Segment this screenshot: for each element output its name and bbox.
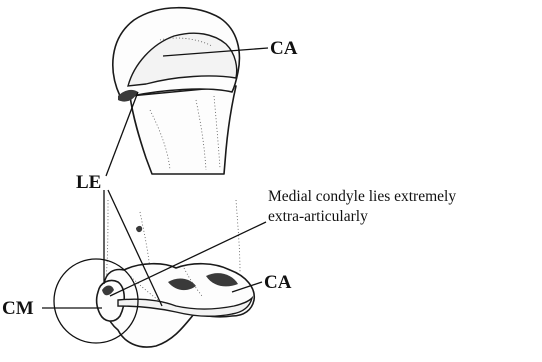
label-ca-bottom: CA	[264, 272, 292, 293]
label-note-line2: extra-articularly	[268, 208, 368, 225]
label-le: LE	[76, 172, 101, 193]
leader-le-upper	[106, 92, 138, 176]
label-note-line1: Medial condyle lies extremely	[268, 188, 456, 205]
upper-bone	[113, 8, 240, 174]
label-cm: CM	[2, 298, 34, 319]
lower-bone	[97, 200, 255, 347]
label-ca-top: CA	[270, 38, 298, 59]
